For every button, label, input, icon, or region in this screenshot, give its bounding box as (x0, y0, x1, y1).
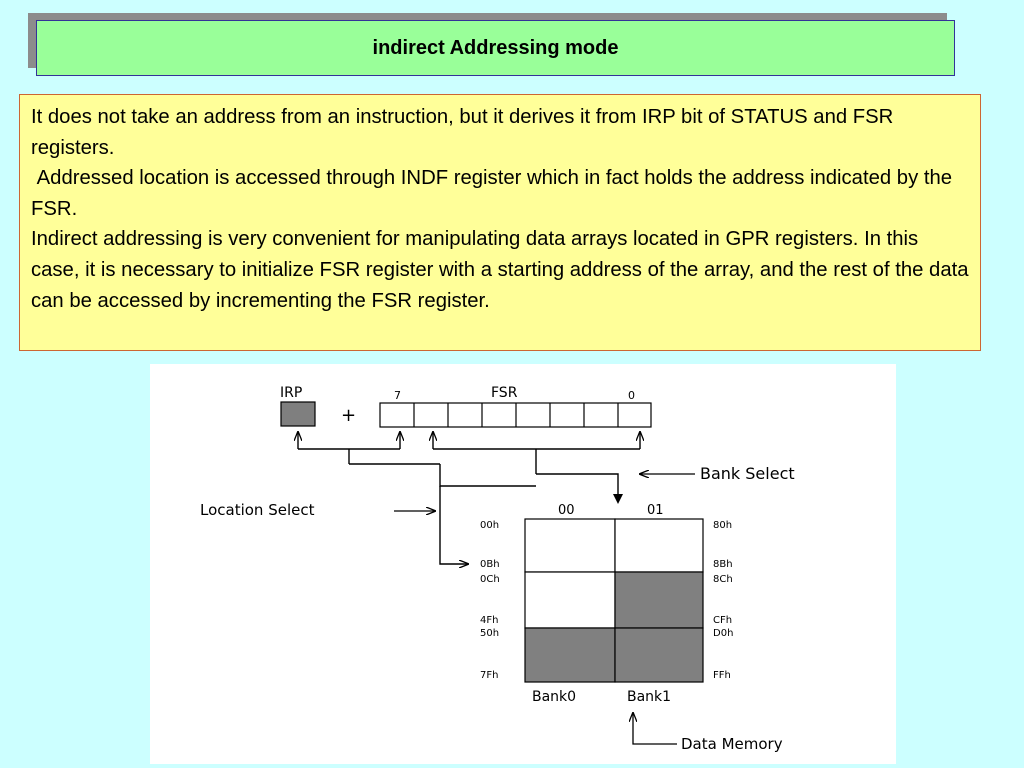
addr-right-0: 80h (713, 520, 732, 531)
bank1-unimplemented-block (614, 571, 704, 629)
description-paragraph-3: Indirect addressing is very convenient f… (31, 228, 975, 312)
fsr-lsb-label: 0 (628, 389, 635, 402)
addr-right-1: 8Bh (713, 559, 733, 570)
addr-right-3: CFh (713, 615, 732, 626)
addr-right-5: FFh (713, 670, 731, 681)
bit-connector-lines (298, 432, 640, 564)
right-address-labels: 80h 8Bh 8Ch CFh D0h FFh (713, 520, 733, 681)
addr-left-0: 00h (480, 520, 499, 531)
description-paragraph-1: It does not take an address from an inst… (31, 106, 899, 159)
fsr-label: FSR (491, 385, 518, 401)
data-memory-arrow (633, 713, 677, 745)
addr-left-5: 7Fh (480, 670, 498, 681)
addr-right-4: D0h (713, 628, 733, 639)
data-memory-grid (524, 518, 704, 683)
addr-left-2: 0Ch (480, 574, 500, 585)
location-select-label: Location Select (200, 501, 315, 519)
fsr-register (379, 402, 652, 428)
bank0-unimplemented-block (524, 627, 616, 683)
bank-code-0: 00 (558, 503, 575, 518)
left-address-labels: 00h 0Bh 0Ch 4Fh 50h 7Fh (480, 520, 500, 681)
irp-bit-box (280, 401, 316, 427)
bank0-sfr-block (524, 518, 616, 573)
bank1-sfr-block (614, 518, 704, 573)
addr-left-4: 50h (480, 628, 499, 639)
addr-right-2: 8Ch (713, 574, 733, 585)
addr-left-3: 4Fh (480, 615, 498, 626)
data-memory-label: Data Memory (681, 735, 783, 753)
bank1-unimplemented-block-2 (614, 627, 704, 683)
slide-title: indirect Addressing mode (372, 36, 619, 59)
description-box: It does not take an address from an inst… (19, 94, 981, 351)
addr-left-1: 0Bh (480, 559, 500, 570)
title-banner: indirect Addressing mode (36, 20, 955, 76)
bank-select-label: Bank Select (700, 464, 795, 483)
bank0-gpr-block (524, 571, 616, 629)
bank-code-1: 01 (647, 503, 664, 518)
indirect-addressing-diagram: IRP + FSR 7 0 (150, 364, 896, 764)
diagram-svg: IRP + FSR 7 0 (200, 385, 795, 753)
bank0-label: Bank0 (532, 689, 576, 705)
fsr-msb-label: 7 (394, 389, 401, 402)
plus-sign: + (341, 405, 356, 426)
description-paragraph-2: Addressed location is accessed through I… (31, 167, 958, 220)
bank1-label: Bank1 (627, 689, 671, 705)
irp-label: IRP (280, 385, 302, 401)
